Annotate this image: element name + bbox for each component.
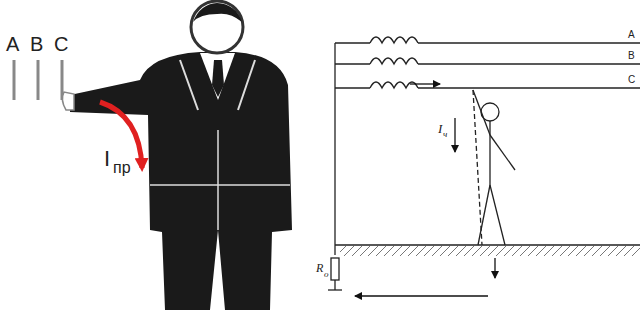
phase-letter: A — [628, 30, 635, 40]
phase-letter: B — [628, 51, 635, 61]
current-symbol: I — [104, 148, 110, 170]
phase-letter: A — [6, 34, 19, 54]
current-subscript: пр — [113, 160, 131, 176]
current-symbol: I — [438, 122, 442, 135]
circuit-wires — [328, 37, 640, 290]
ground-hatching — [340, 246, 640, 256]
person-figure — [62, 1, 292, 310]
resistance-symbol: R — [316, 262, 323, 274]
phase-letter: C — [628, 75, 635, 85]
stick-person — [473, 90, 515, 245]
resistance-subscript: o — [324, 270, 329, 279]
phase-letter: C — [54, 34, 68, 54]
current-arrows — [355, 84, 495, 296]
phase-letter: B — [30, 34, 43, 54]
phase-bars — [14, 60, 62, 100]
current-subscript: ч — [443, 130, 447, 139]
